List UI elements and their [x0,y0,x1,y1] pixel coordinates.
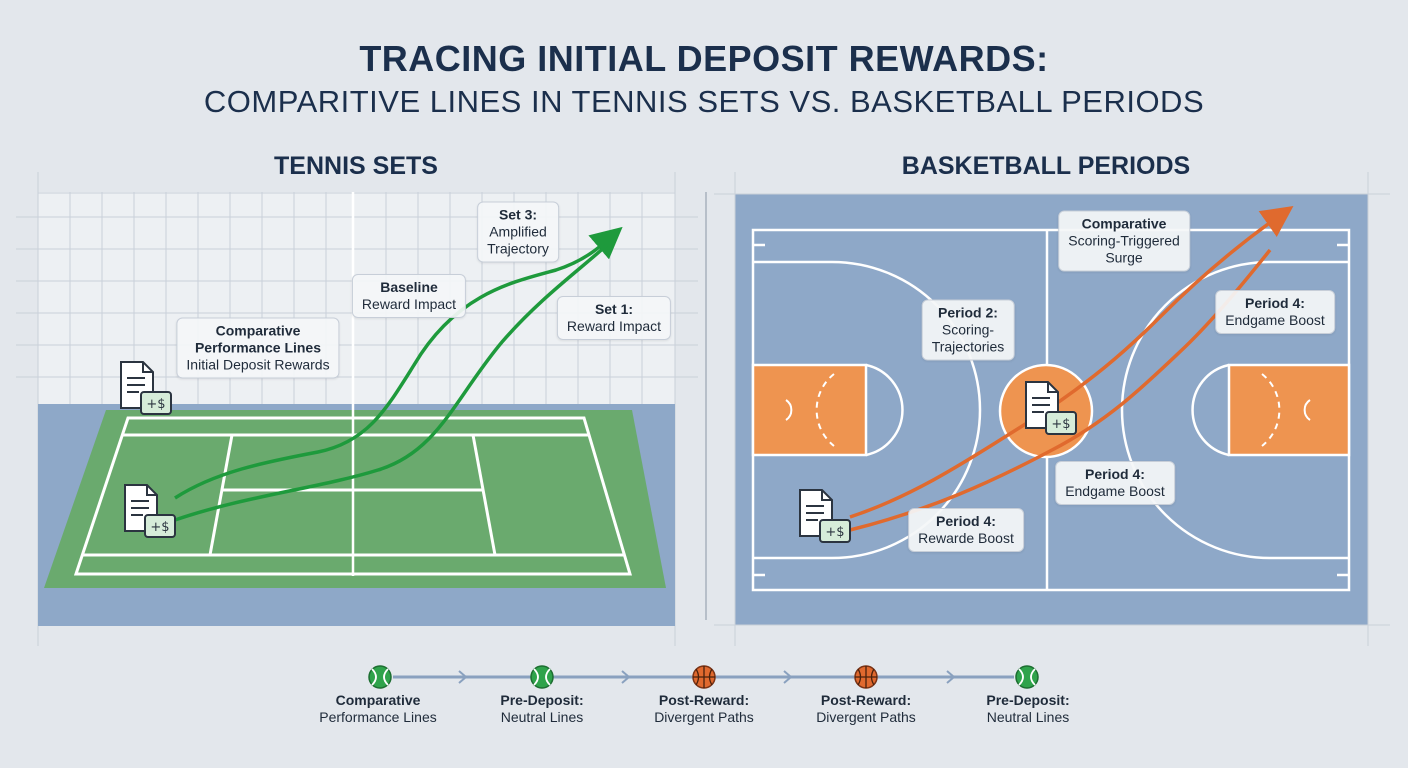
tennis-lower-trajectory [174,242,610,522]
timeline-step-3: Post-Reward: Divergent Paths [654,692,754,725]
page-title: TRACING INITIAL DEPOSIT REWARDS: [359,38,1049,79]
basketball-icon [692,665,716,689]
label-set3: Set 3: Amplified Trajectory [477,201,559,263]
tennis-section-heading: TENNIS SETS [274,152,438,180]
timeline-step-1: Comparative Performance Lines [319,692,437,725]
timeline [368,665,1039,689]
document-money-icon: +$ [1025,381,1077,435]
label-period4-middle: Period 4: Endgame Boost [1055,461,1175,505]
basketball-upper-trajectory [849,205,1294,519]
document-money-icon: +$ [799,489,851,543]
paint-area-left [751,363,868,457]
document-money-icon: +$ [124,484,176,538]
tennis-upper-trajectory [174,226,623,500]
label-scoring-surge: Comparative Scoring-Triggered Surge [1058,210,1190,272]
svg-text:+$: +$ [150,520,169,535]
svg-text:+$: +$ [825,525,844,540]
tennis-court [44,410,666,588]
tennis-ball-icon [530,665,554,689]
svg-text:+$: +$ [146,397,165,412]
paint-area-right [1227,363,1351,457]
label-period2: Period 2: Scoring- Trajectories [921,299,1015,361]
page-subtitle: COMPARITIVE LINES IN TENNIS SETS VS. BAS… [203,84,1205,119]
label-period4-bottom: Period 4: Rewarde Boost [908,508,1024,552]
svg-text:+$: +$ [1051,417,1070,432]
basketball-icon [854,665,878,689]
label-set1: Set 1: Reward Impact [556,296,672,340]
tennis-panel: +$ +$ [16,172,698,646]
basketball-section-heading: BASKETBALL PERIODS [901,152,1191,180]
label-period4-top: Period 4: Endgame Boost [1215,290,1335,334]
document-money-icon: +$ [120,361,172,415]
label-comparative-performance: Comparative Performance Lines Initial De… [176,317,340,379]
timeline-step-2: Pre-Deposit: Neutral Lines [500,692,584,725]
label-baseline: Baseline Reward Impact [351,274,467,318]
basketball-panel: +$ +$ [714,172,1390,646]
tennis-ball-icon [368,665,392,689]
timeline-step-5: Pre-Deposit: Neutral Lines [986,692,1070,725]
timeline-step-4: Post-Reward: Divergent Paths [816,692,916,725]
tennis-ball-icon [1015,665,1039,689]
